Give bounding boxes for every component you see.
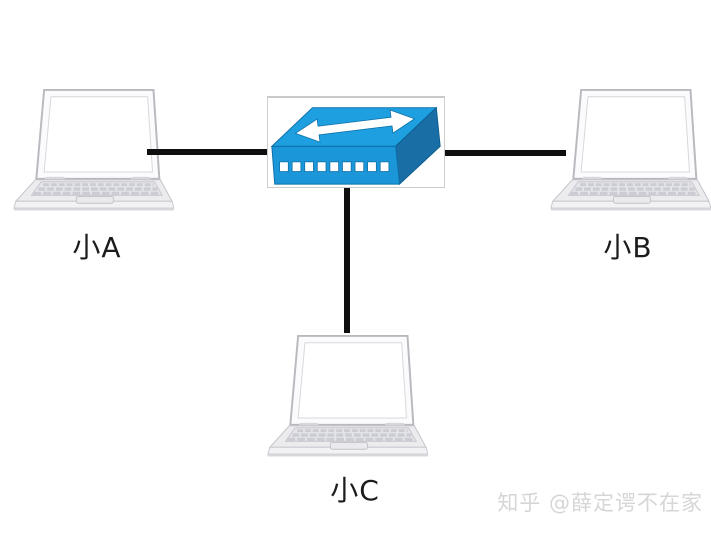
cable-pca-to-switch (147, 149, 268, 155)
node-pc-b (545, 84, 711, 216)
switch-ports (279, 161, 390, 172)
laptop-icon (266, 334, 428, 459)
cable-pcb-to-switch (445, 150, 566, 156)
ethernet-switch-icon (270, 106, 441, 186)
laptop-icon (549, 88, 711, 213)
switch-double-arrow-icon (294, 109, 416, 143)
node-label-pc-c: 小C (330, 474, 380, 507)
node-pc-c (262, 330, 428, 462)
node-label-pc-a: 小A (72, 231, 122, 264)
cable-pcc-to-switch (344, 187, 350, 333)
node-label-pc-b: 小B (603, 231, 653, 264)
node-switch (267, 96, 445, 188)
watermark-text: 知乎 @薛定谔不在家 (497, 491, 703, 515)
